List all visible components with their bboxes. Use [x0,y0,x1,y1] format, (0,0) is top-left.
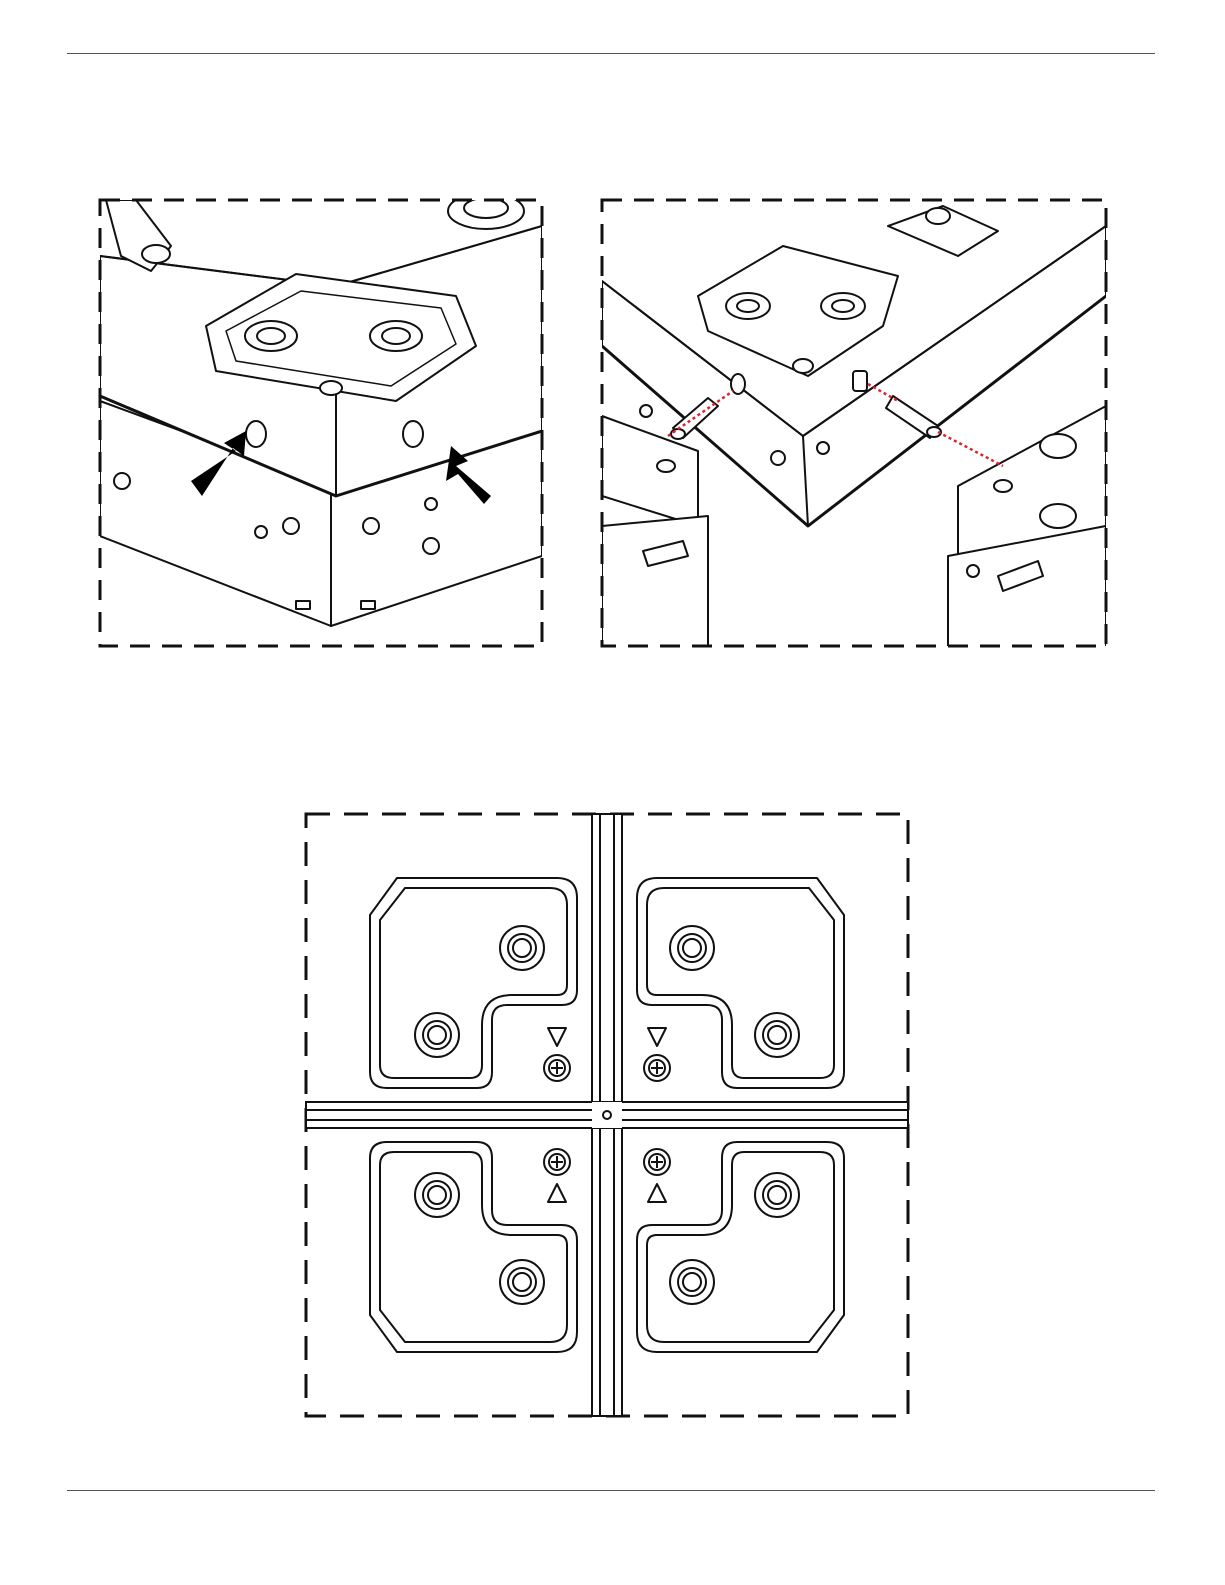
header-rule [67,53,1155,54]
alignment-pins-figure [598,196,1110,651]
tiled-corner-figure [302,810,912,1420]
corner-align-figure [96,196,546,651]
footer-rule [67,1490,1155,1491]
